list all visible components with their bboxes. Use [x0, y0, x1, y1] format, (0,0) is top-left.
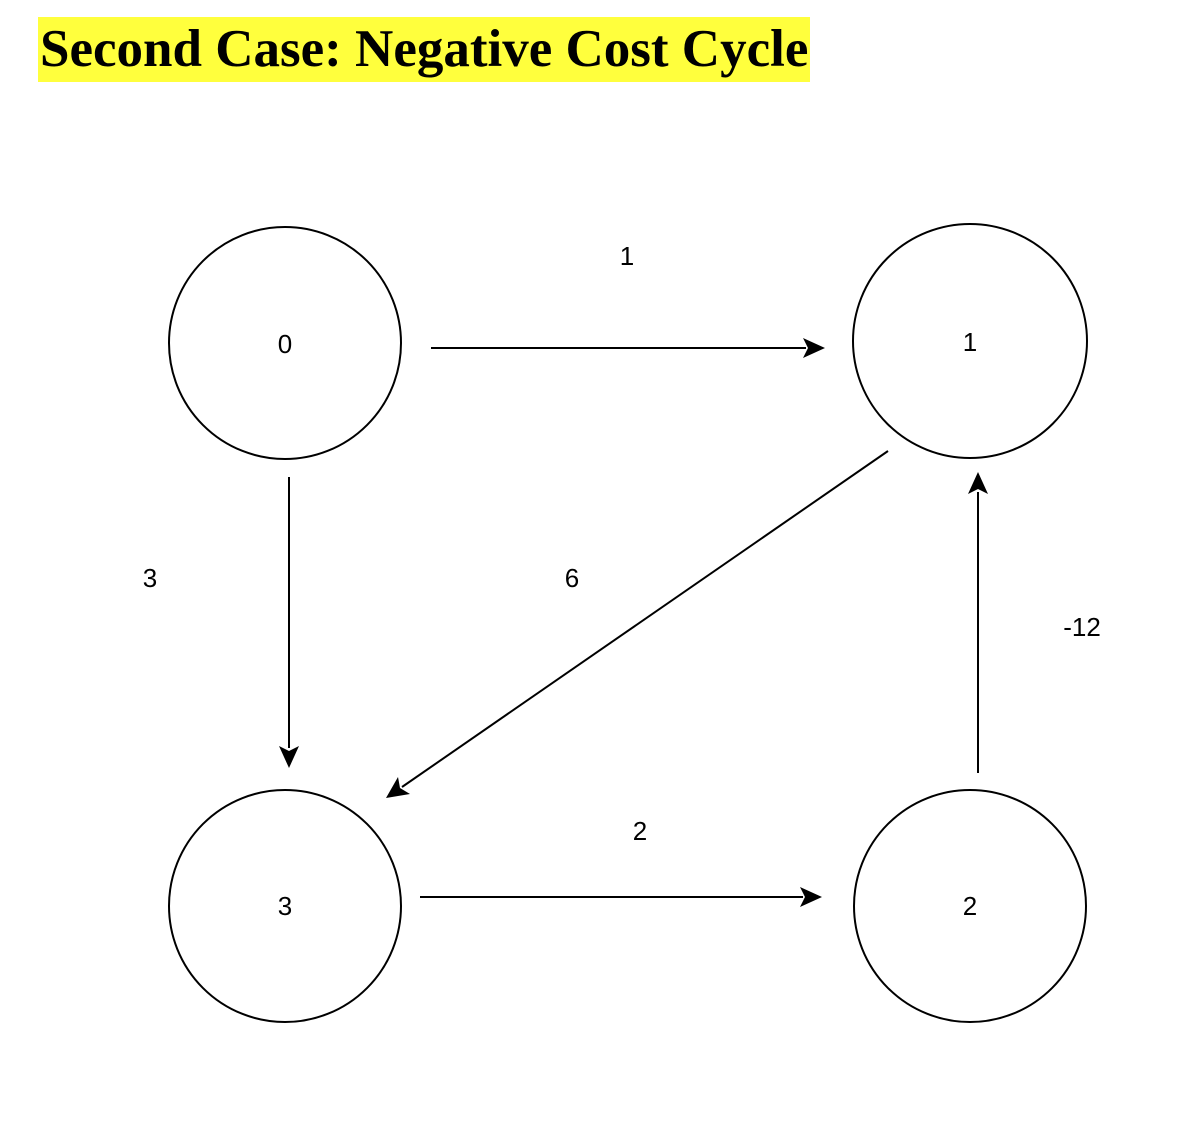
node-1: 1 — [852, 223, 1088, 459]
edge-0-to-1 — [431, 338, 825, 358]
node-label: 2 — [963, 891, 977, 921]
edge-weight-0-3: 3 — [143, 563, 157, 593]
edge-weight-1-3: 6 — [565, 563, 579, 593]
edge-weight-2-1: -12 — [1063, 612, 1101, 642]
node-label: 1 — [963, 327, 977, 357]
page-title: Second Case: Negative Cost Cycle — [38, 17, 811, 82]
edge-2-to-1 — [968, 472, 988, 773]
edge-0-to-3 — [279, 477, 299, 768]
edge-weight-3-2: 2 — [633, 816, 647, 846]
edge-weight-0-1: 1 — [620, 241, 634, 271]
node-0: 0 — [168, 226, 402, 460]
node-3: 3 — [168, 789, 402, 1023]
node-label: 3 — [278, 891, 292, 921]
edge-1-to-3 — [386, 450, 889, 798]
node-label: 0 — [278, 329, 292, 359]
edge-3-to-2 — [420, 887, 822, 907]
node-2: 2 — [853, 789, 1087, 1023]
